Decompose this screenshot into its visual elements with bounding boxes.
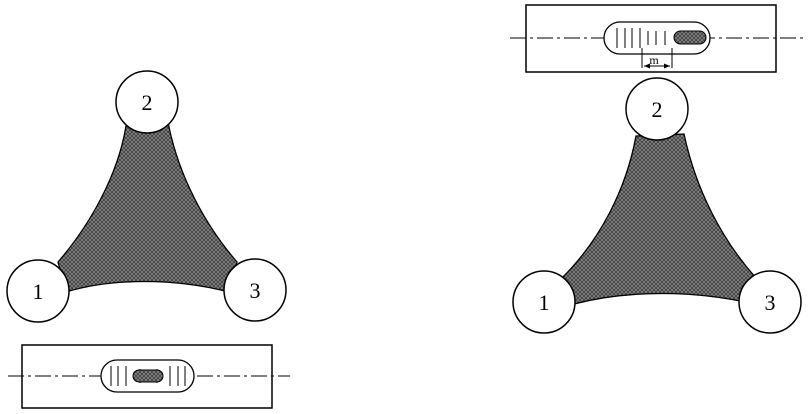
left-support-3: 3 <box>223 258 287 322</box>
right-level-bubble <box>673 30 707 45</box>
right-support-2: 2 <box>625 77 689 141</box>
level-offset-label: m <box>649 53 659 67</box>
right-support-3-label: 3 <box>765 290 776 315</box>
right-support-1: 1 <box>512 270 576 334</box>
left-spirit-level <box>8 344 290 409</box>
left-support-1: 1 <box>6 259 70 323</box>
right-tripod-plate <box>561 133 757 305</box>
right-support-3: 3 <box>738 270 802 334</box>
left-support-3-label: 3 <box>250 278 261 303</box>
left-support-1-label: 1 <box>33 279 44 304</box>
left-figure: 2 1 3 <box>6 70 290 409</box>
right-support-2-label: 2 <box>652 97 663 122</box>
right-figure: m 2 1 3 <box>510 4 803 334</box>
left-support-2-label: 2 <box>142 90 153 115</box>
right-spirit-level: m <box>510 4 803 73</box>
left-support-2: 2 <box>115 70 179 134</box>
left-tripod-plate <box>57 121 238 293</box>
left-level-bubble <box>132 369 164 383</box>
right-support-1-label: 1 <box>539 290 550 315</box>
